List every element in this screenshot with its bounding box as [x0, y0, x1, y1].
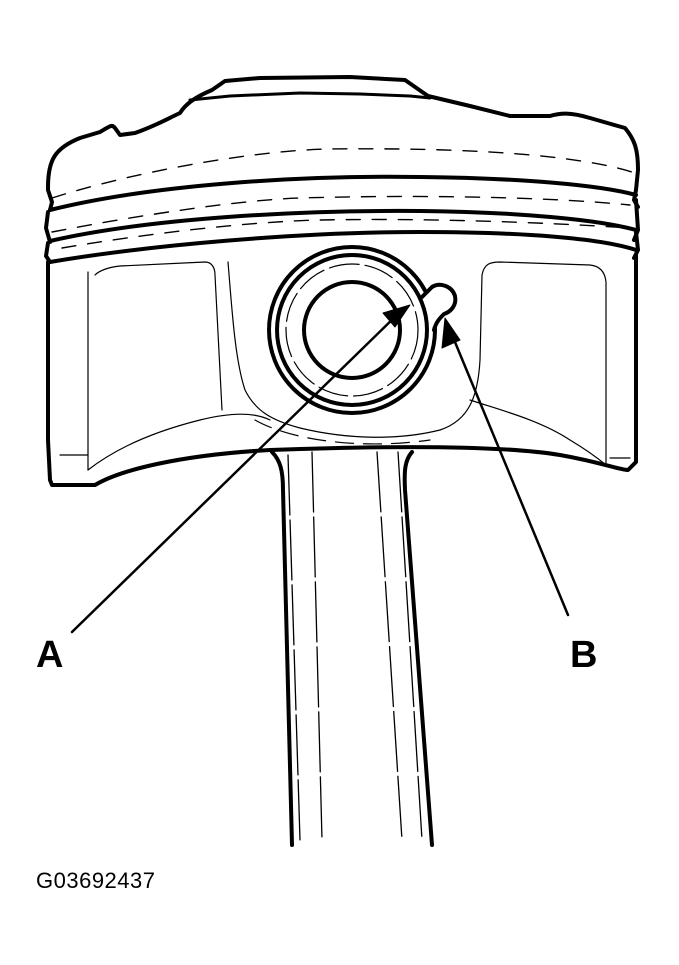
connecting-rod [270, 450, 434, 847]
callout-leader-b [441, 317, 570, 617]
figure-id: G03692437 [36, 868, 156, 893]
callout-label-b: B [570, 634, 598, 676]
piston-ring-lands [44, 148, 640, 264]
callout-leader-a [70, 304, 411, 634]
piston-pin-boss [267, 245, 458, 415]
callout-label-a: A [36, 634, 64, 676]
piston-crown [46, 75, 640, 212]
piston-skirt [46, 253, 638, 487]
snap-ring-notch [420, 282, 458, 332]
